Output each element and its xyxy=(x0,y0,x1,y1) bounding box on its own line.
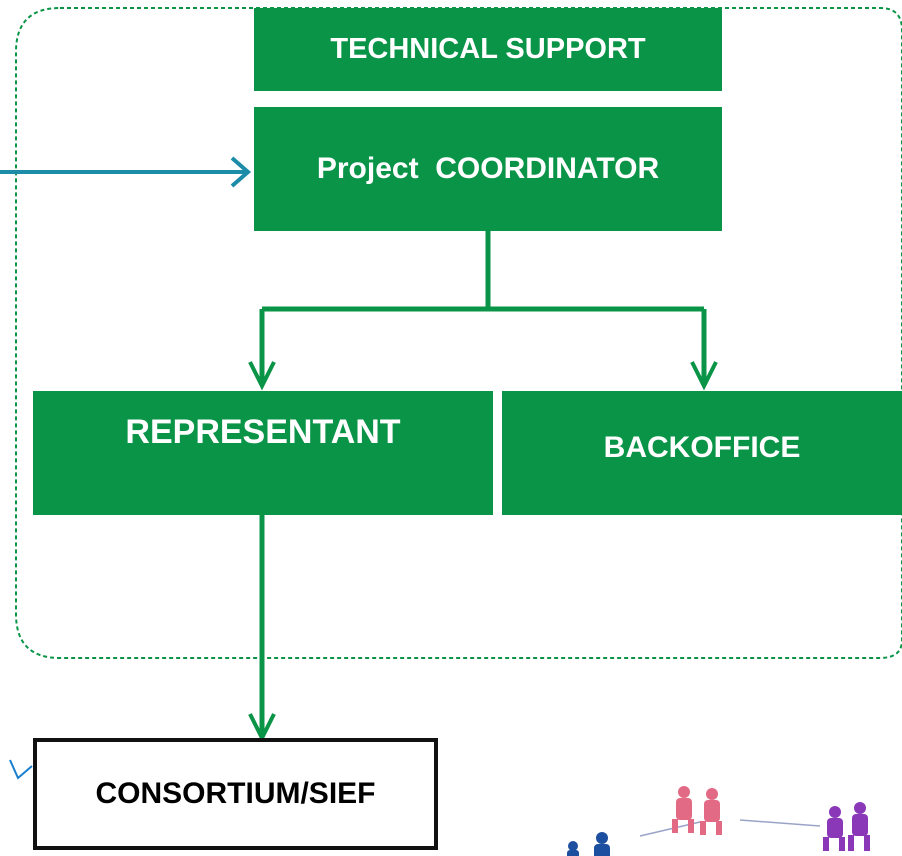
project-coordinator-label: Project COORDINATOR xyxy=(316,152,660,185)
organisation-boundary xyxy=(15,7,902,659)
arrow-head-representant xyxy=(248,361,276,391)
backoffice-label: BACKOFFICE xyxy=(603,431,801,464)
representant-box: REPRESENTANT xyxy=(33,391,493,515)
consortium-box: CONSORTIUM/SIEF xyxy=(33,738,438,850)
project-coordinator-box: Project COORDINATOR xyxy=(254,107,722,231)
technical-support-label: TECHNICAL SUPPORT xyxy=(330,33,646,65)
consortium-label: CONSORTIUM/SIEF xyxy=(95,777,376,810)
arrow-head-backoffice xyxy=(690,361,718,391)
input-arrow-head xyxy=(230,156,252,188)
representant-label: REPRESENTANT xyxy=(125,413,401,451)
backoffice-box: BACKOFFICE xyxy=(502,391,902,515)
team-figures-illustration xyxy=(567,786,870,856)
technical-support-box: TECHNICAL SUPPORT xyxy=(254,8,722,91)
tick-mark xyxy=(9,759,33,780)
